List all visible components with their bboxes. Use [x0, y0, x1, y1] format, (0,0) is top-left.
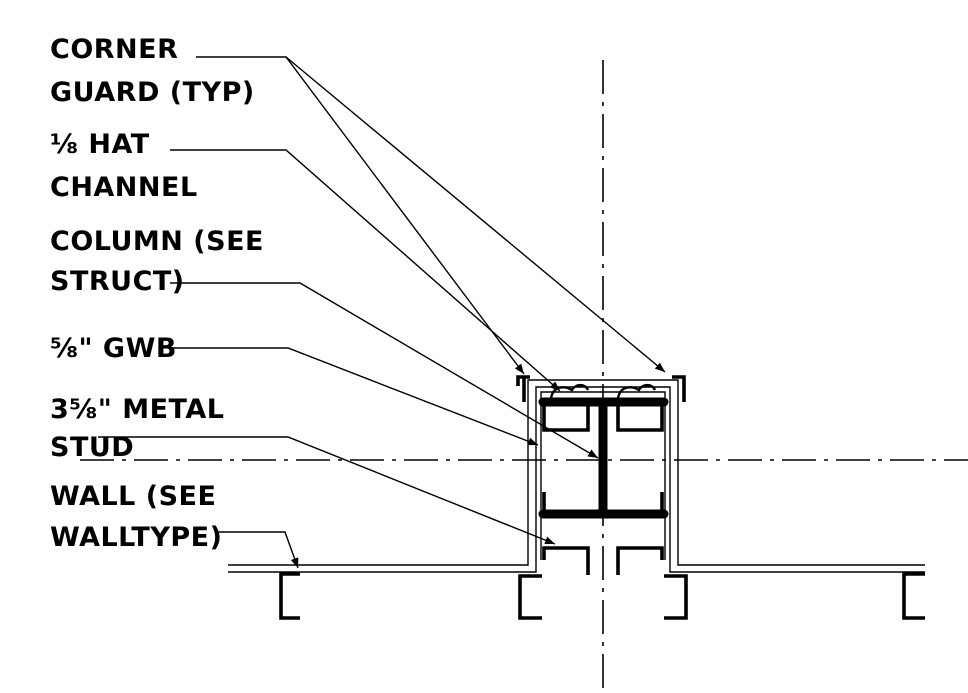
label-text: COLUMN (SEE [50, 226, 264, 257]
corner-guard-right [672, 375, 686, 402]
label-hat-channel: ⅛ HAT CHANNEL [50, 129, 198, 203]
gwb-inner-layer [540, 391, 666, 560]
label-text: GUARD (TYP) [50, 77, 255, 108]
label-text: STUD [50, 432, 134, 463]
label-text: ⅛ HAT [50, 129, 150, 160]
label-text: WALL (SEE [50, 481, 216, 512]
label-text: WALLTYPE) [50, 522, 222, 553]
steel-column [538, 397, 669, 519]
base-studs [279, 546, 925, 620]
leaders [98, 56, 666, 569]
label-wall: WALL (SEE WALLTYPE) [50, 481, 222, 553]
wall-faces [228, 379, 925, 573]
label-gwb: ⅝" GWB [50, 333, 177, 364]
label-text: STRUCT) [50, 266, 185, 297]
label-column: COLUMN (SEE STRUCT) [50, 226, 264, 297]
label-metal-stud: 3⅝" METAL STUD [50, 394, 224, 463]
label-text: CHANNEL [50, 172, 198, 203]
label-text: 3⅝" METAL [50, 394, 224, 425]
column-studs [542, 406, 664, 510]
label-text: CORNER [50, 34, 178, 65]
label-corner-guard: CORNER GUARD (TYP) [50, 34, 255, 108]
corner-guard-left [516, 375, 530, 386]
label-text: ⅝" GWB [50, 333, 177, 364]
